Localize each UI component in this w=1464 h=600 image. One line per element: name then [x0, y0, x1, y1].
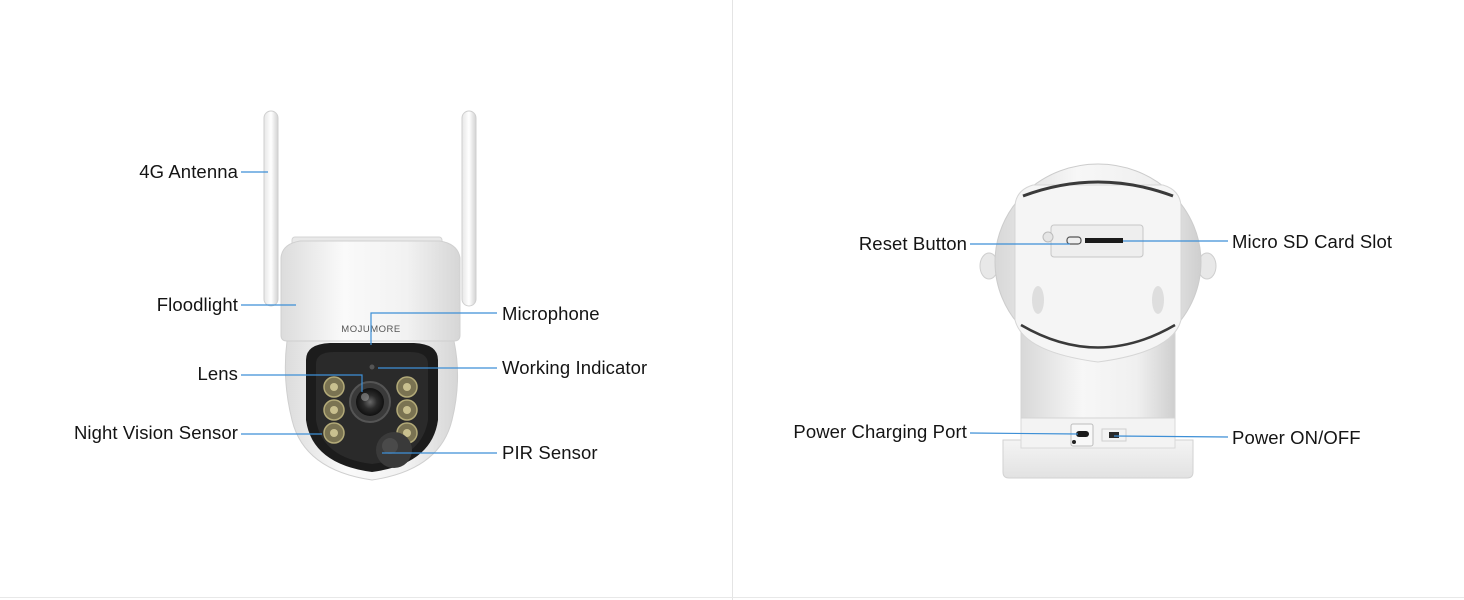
camera-top-housing: [280, 236, 461, 342]
power-switch-label: Power ON/OFF: [1232, 427, 1361, 448]
microphone-leader: [370, 312, 497, 345]
antenna-label: 4G Antenna: [139, 161, 238, 182]
working-indicator-led: [369, 364, 375, 370]
charging-port-label: Power Charging Port: [793, 421, 967, 442]
sd-slot-label: Micro SD Card Slot: [1232, 231, 1393, 252]
ports-group: [1070, 423, 1127, 447]
back-view-panel: Reset Button Micro SD Card Slot Power Ch…: [733, 0, 1464, 600]
ir-led-group-left: [323, 376, 345, 444]
pir-label: PIR Sensor: [502, 442, 598, 463]
bottom-divider: [0, 597, 1464, 598]
microphone-label: Microphone: [502, 303, 600, 324]
pir-sensor-dome: [376, 432, 412, 468]
charging-port-leader: [969, 432, 1079, 435]
camera-sphere-back: [994, 163, 1202, 363]
antenna-right: [461, 110, 477, 307]
front-view-panel: MOJUMORE: [73, 110, 648, 481]
lens-leader: [241, 374, 363, 392]
reset-label: Reset Button: [858, 233, 967, 254]
working-indicator-label: Working Indicator: [502, 357, 648, 378]
power-switch-leader: [1113, 435, 1229, 438]
front-camera-illustration: MOJUMORE: [241, 110, 497, 481]
panel-divider: [732, 0, 733, 600]
back-camera-illustration: [969, 163, 1229, 479]
sd-card-cover: [1042, 224, 1144, 258]
lens-label: Lens: [197, 363, 238, 384]
mount-base: [1002, 413, 1194, 479]
floodlight-label: Floodlight: [156, 294, 238, 315]
antenna-left: [263, 110, 279, 307]
camera-lens: [349, 381, 391, 423]
night-vision-label: Night Vision Sensor: [73, 422, 238, 443]
